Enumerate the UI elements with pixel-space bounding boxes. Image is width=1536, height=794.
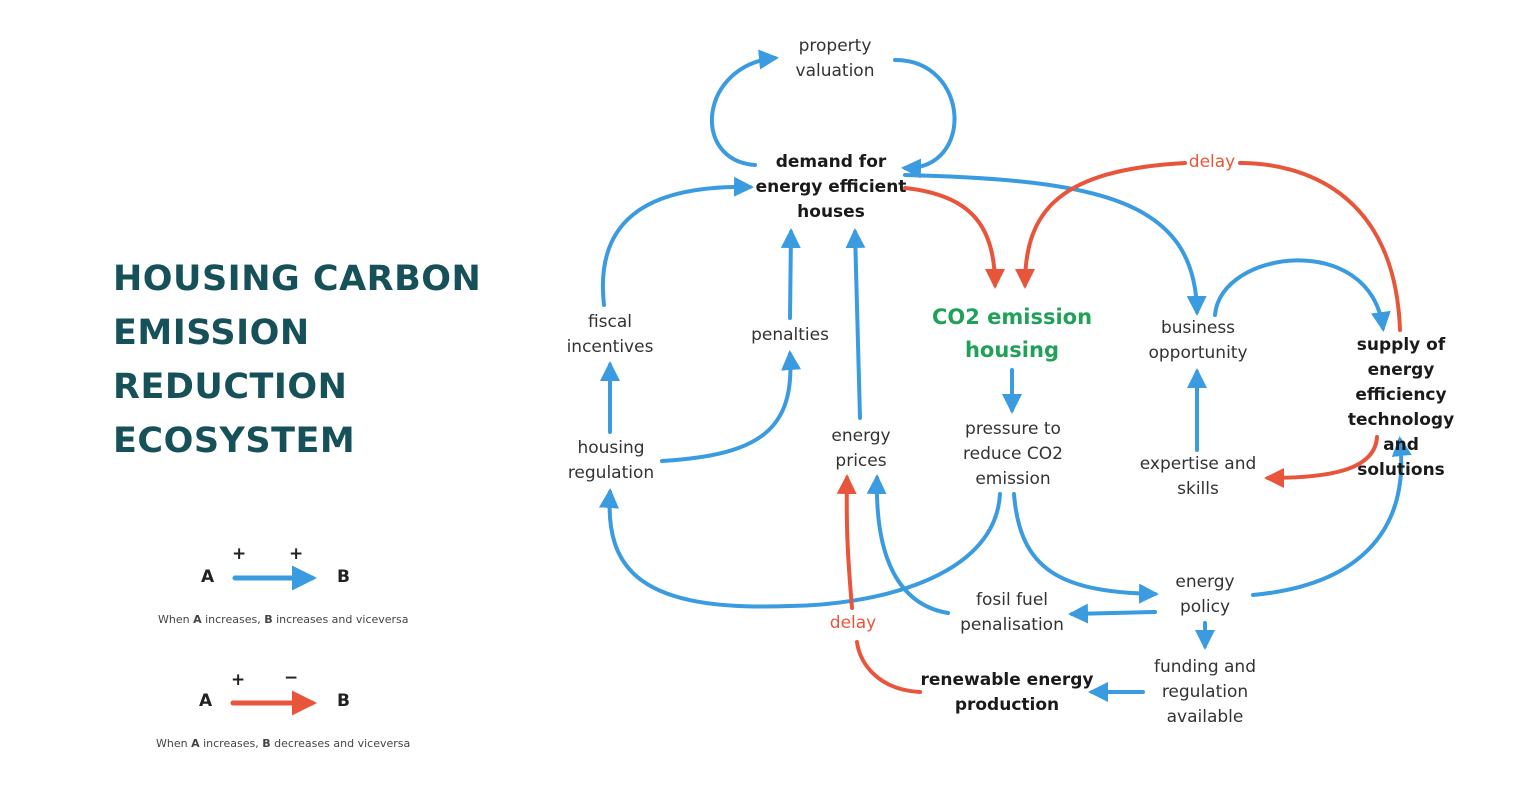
- arrow-demand-to-property: [709, 49, 779, 167]
- arrow-business-to-supply: [1213, 258, 1391, 332]
- node-energy-policy: energy policy: [1175, 572, 1235, 617]
- arrow-renewable-to-prices-delay: [847, 478, 922, 694]
- arrow-pressure-to-policy: [1012, 492, 1159, 604]
- node-fiscal-incentives: fiscal incentives: [566, 312, 654, 357]
- delay-label-top: delay: [1188, 152, 1236, 172]
- arrow-pressure-to-regulation: [599, 488, 1002, 609]
- node-renewable-energy-production: renewable energy production: [920, 670, 1094, 715]
- legend-positive-caption: When A increases, B increases and viceve…: [158, 613, 409, 626]
- arrow-regulation-to-penalties: [660, 350, 802, 463]
- node-housing-regulation: housing regulation: [567, 438, 655, 483]
- node-funding-regulation: funding and regulation available: [1154, 657, 1256, 727]
- legend-negative-caption: When A increases, B decreases and viceve…: [156, 737, 411, 750]
- arrow-fiscal-to-demand: [600, 176, 754, 307]
- arrow-property-to-demand: [893, 58, 957, 179]
- node-co2-emission-housing: CO2 emission housing: [931, 305, 1093, 362]
- arrow-policy-to-supply: [1251, 436, 1412, 597]
- node-expertise-skills: expertise and skills: [1139, 454, 1257, 499]
- arrow-fosilfuel-to-prices: [866, 474, 950, 615]
- legend-positive-b: B: [337, 567, 350, 587]
- arrow-demand-to-business: [903, 173, 1207, 316]
- delay-label-bottom: delay: [829, 613, 877, 633]
- node-property-valuation: property valuation: [795, 36, 875, 81]
- node-business-opportunity: business opportunity: [1148, 318, 1248, 363]
- node-demand-energy-efficient-houses: demand for energy efficient houses: [755, 152, 907, 222]
- legend-positive-sign-a: +: [232, 544, 247, 564]
- diagram-title: HOUSING CARBON EMISSION REDUCTION ECOSYS…: [113, 259, 482, 461]
- arrow-supply-to-co2-delay: [1025, 161, 1402, 332]
- legend-negative-b: B: [337, 691, 350, 711]
- legend-positive-sign-b: +: [289, 544, 304, 564]
- legend-negative-a: A: [199, 691, 213, 711]
- arrow-demand-to-co2: [903, 186, 1005, 289]
- legend-positive-a: A: [201, 567, 215, 587]
- legend-negative-sign-b: −: [284, 668, 299, 688]
- node-energy-prices: energy prices: [831, 426, 891, 471]
- node-pressure-reduce-co2: pressure to reduce CO2 emission: [963, 419, 1063, 489]
- legend-negative-sign-a: +: [231, 670, 246, 690]
- node-fosil-fuel-penalisation: fosil fuel penalisation: [960, 590, 1064, 635]
- node-penalties: penalties: [751, 325, 829, 345]
- arrow-policy-to-fosilfuel: [1068, 603, 1157, 624]
- node-supply-energy-efficiency: supply of energy efficiency technology a…: [1347, 335, 1455, 480]
- arrow-supply-to-expertise: [1264, 435, 1379, 488]
- arrow-penalties-to-demand: [780, 228, 801, 320]
- arrow-energyprices-to-demand: [845, 228, 866, 420]
